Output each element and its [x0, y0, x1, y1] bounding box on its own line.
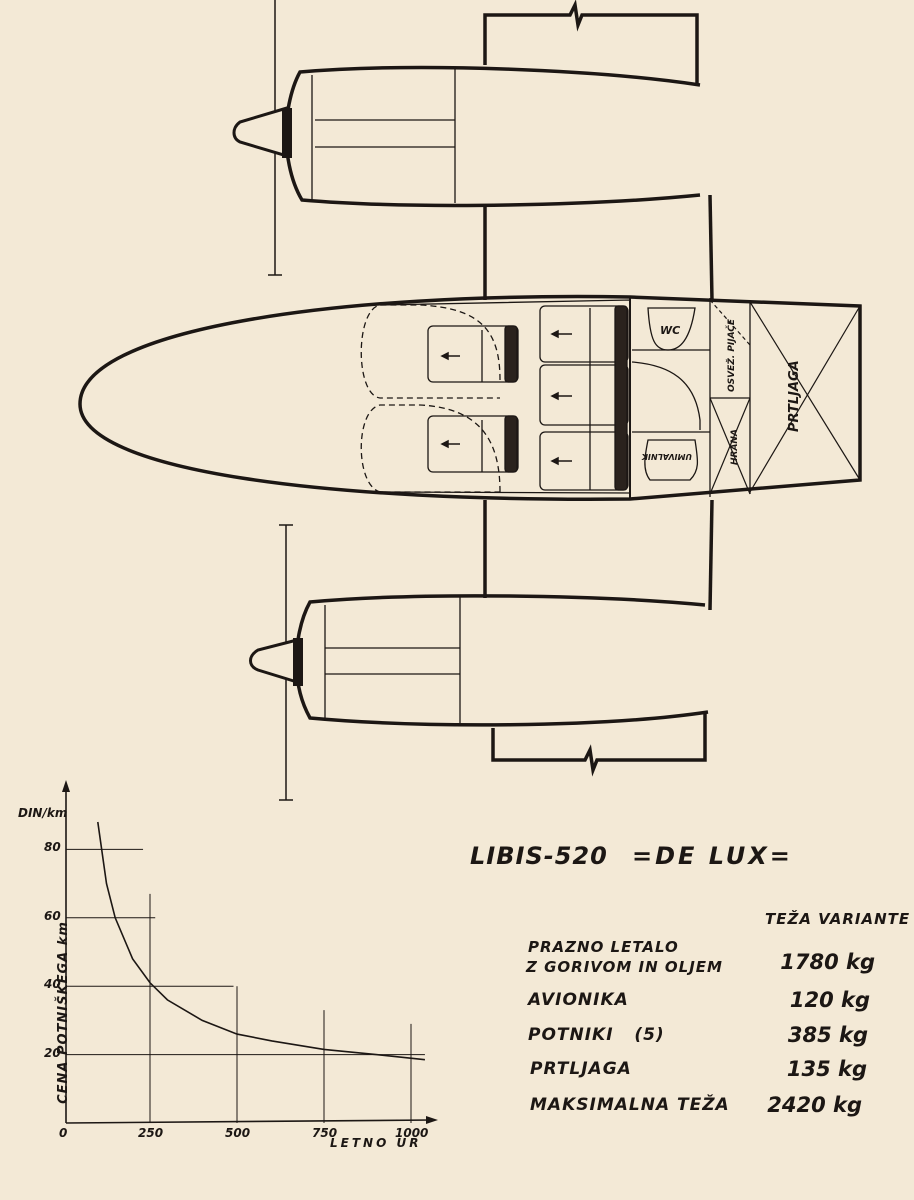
upper-wing — [483, 0, 714, 301]
chart-y-unit: DIN/km — [18, 806, 68, 820]
x-tick-label: 500 — [225, 1126, 251, 1140]
variant-title: =DE LUX= — [632, 842, 793, 870]
cost-chart — [62, 780, 438, 1124]
spec-value: 135 kg — [786, 1057, 867, 1081]
chart-y-label: CENA POTNIŠKEGA km — [55, 921, 71, 1104]
x-axis — [65, 1119, 433, 1124]
spec-value: 2420 kg — [767, 1093, 862, 1117]
washbasin-label: UMIVALNIK — [641, 452, 692, 461]
spec-value: 1780 kg — [780, 950, 875, 974]
spec-value: 385 kg — [787, 1023, 868, 1047]
refreshments-label: OSVEŽ. PIJAČE — [726, 318, 737, 392]
x-tick-label: 750 — [312, 1126, 338, 1140]
weight-column-header: TEŽA VARIANTE — [765, 910, 911, 928]
y-axis-arrow — [62, 780, 70, 792]
x-axis-arrow — [426, 1116, 438, 1124]
lower-wing — [483, 499, 714, 777]
y-tick-label: 60 — [44, 908, 61, 923]
cost-curve — [97, 821, 426, 1061]
x-tick-label: 1000 — [395, 1126, 429, 1140]
chart-x-label: LETNO UR — [330, 1136, 422, 1150]
x-tick-label: 250 — [138, 1126, 164, 1140]
lower-nacelle — [249, 594, 709, 727]
y-tick-label: 80 — [44, 840, 61, 855]
spec-label: PRTLJAGA — [530, 1059, 632, 1079]
spec-label: Z GORIVOM IN OLJEM — [526, 958, 723, 976]
aircraft-title: LIBIS-520 — [470, 842, 608, 870]
spec-label: MAKSIMALNA TEŽA — [530, 1095, 730, 1115]
spec-label: POTNIKI (5) — [528, 1025, 665, 1045]
baggage-label: PRTLJAGA — [787, 360, 802, 432]
spec-value: 120 kg — [789, 988, 870, 1012]
x-tick-label: 0 — [59, 1126, 68, 1140]
upper-nacelle — [232, 65, 701, 208]
y-tick-label: 40 — [44, 977, 61, 992]
food-label: HRANA — [730, 429, 740, 465]
wc-label: WC — [660, 324, 680, 337]
spec-label: PRAZNO LETALO — [528, 938, 679, 956]
spec-label: AVIONIKA — [528, 990, 629, 1010]
fuselage — [78, 294, 862, 501]
y-tick-label: 20 — [44, 1045, 61, 1060]
